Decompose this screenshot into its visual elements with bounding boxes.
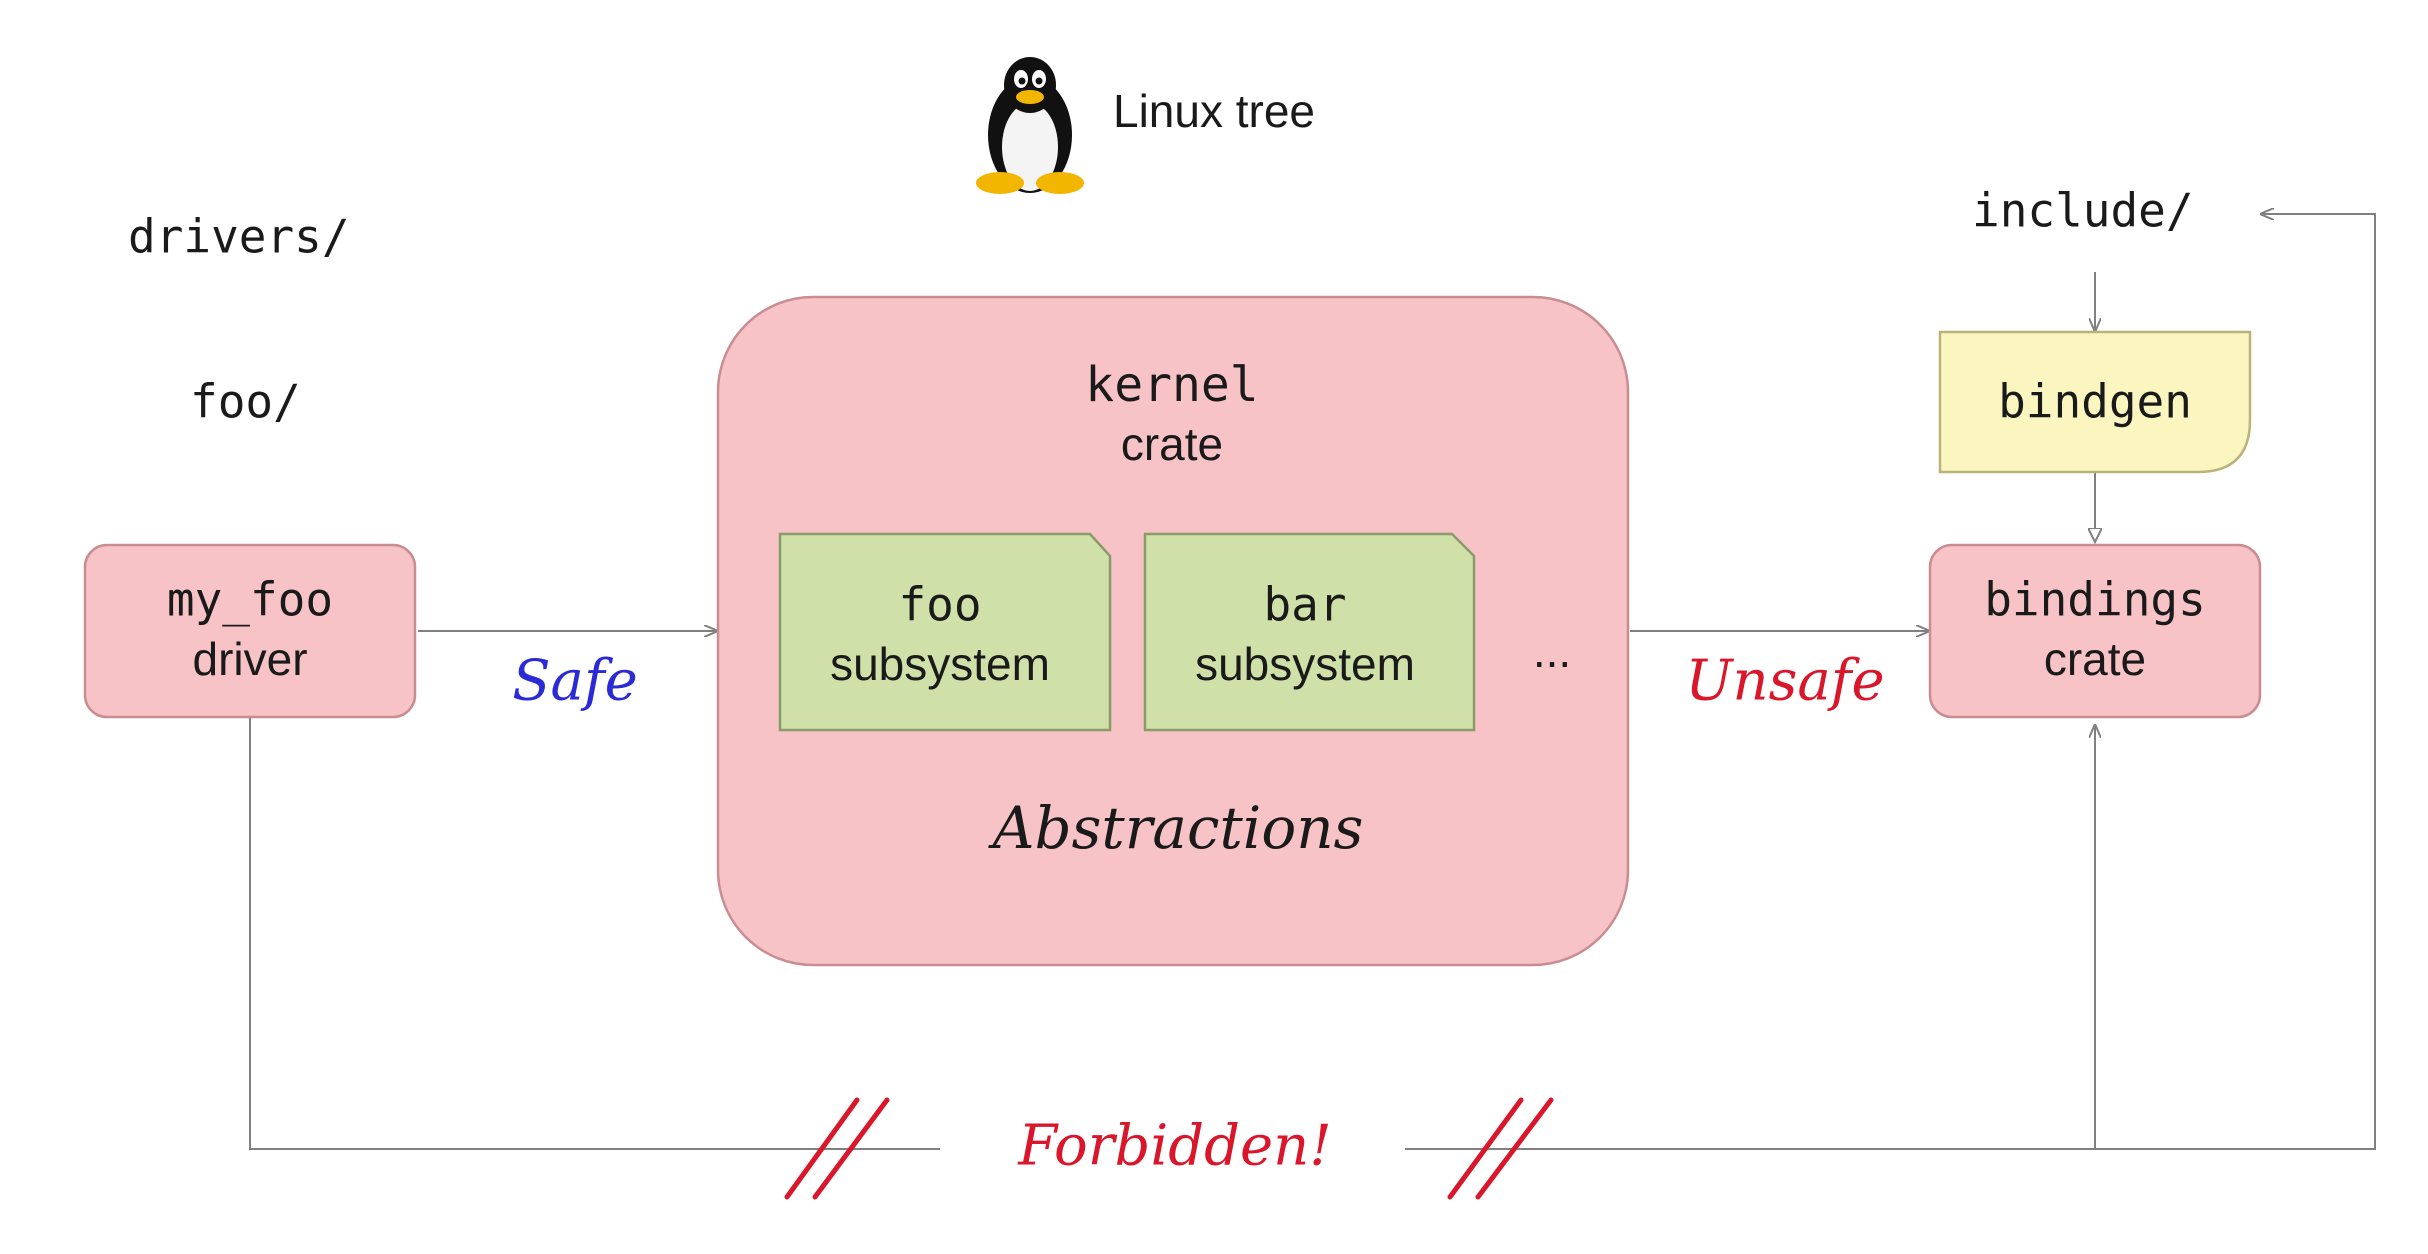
bindings-kind-text: crate [2044,633,2146,685]
driver-name-text: my_foo [167,573,333,627]
forbidden-slash-left [784,1097,890,1200]
driver-kind-text: driver [192,633,307,685]
forbidden-path-left [249,718,940,1150]
bindings-crate-box [1928,543,2262,719]
more-subsystems-ellipsis: ... [1533,625,1571,677]
bar-subsystem-name: bar [1263,578,1346,632]
unsafe-label: Unsafe [1685,649,1884,714]
forbidden-label: Forbidden! [1017,1114,1331,1179]
driver-box [83,543,417,719]
bindgen-box [1938,330,2252,474]
include-dir-label: include/ [1972,184,2194,238]
bindings-name-text: bindings [1984,573,2206,627]
abstractions-label: Abstractions [988,794,1364,862]
drivers-dir-label: drivers/ [128,210,350,264]
bar-subsystem-box [1143,532,1476,732]
foo-subsystem-kind: subsystem [830,638,1050,690]
kernel-crate-text: crate [1121,418,1223,470]
tux-penguin-icon [976,57,1084,194]
forbidden-slash-right [1447,1097,1554,1200]
kernel-title-text: kernel [1085,357,1258,413]
bindgen-label: bindgen [1998,375,2192,429]
include-loop-arrow [2095,214,2376,1150]
foo-subsystem-name: foo [898,578,981,632]
foo-subsystem-box [778,532,1112,732]
bar-subsystem-kind: subsystem [1195,638,1415,690]
safe-label: Safe [512,649,638,714]
linux-tree-title: Linux tree [1113,85,1315,137]
foo-dir-label: foo/ [190,375,301,429]
